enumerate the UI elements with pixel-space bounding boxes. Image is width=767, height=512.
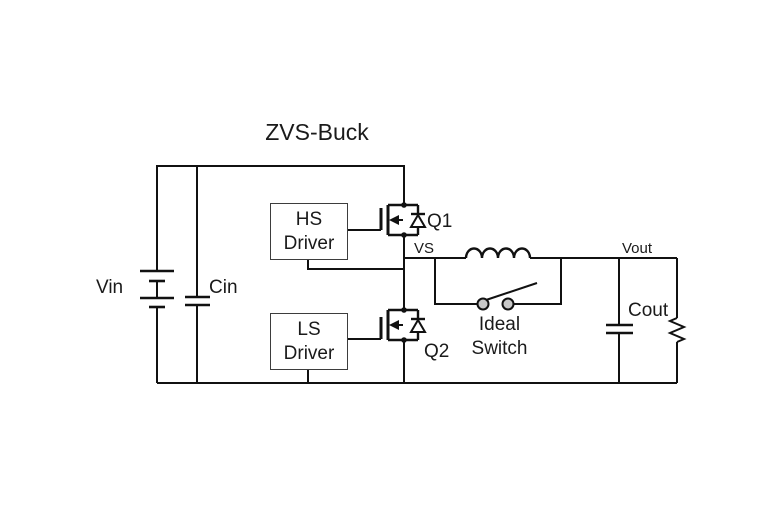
vout-node-label: Vout [622, 240, 653, 257]
inductor-symbol [464, 247, 532, 259]
cout-label: Cout [628, 300, 669, 321]
switch-contact-left-icon [476, 297, 490, 311]
q1-arrow-icon [389, 215, 399, 225]
q2-label: Q2 [424, 341, 450, 362]
q1-drain-junction-dot [401, 202, 407, 208]
hs-return-wire [307, 259, 404, 270]
ls-driver-label-line1: LS [297, 318, 321, 340]
vin-label: Vin [96, 277, 124, 298]
ideal-switch-symbol [434, 258, 562, 311]
vs-node-label: VS [414, 240, 435, 257]
hs-driver-label-line2: Driver [283, 232, 335, 254]
q1-body-diode-icon [409, 205, 427, 235]
switch-contact-right-icon [501, 297, 515, 311]
q2-drain-junction-dot [401, 307, 407, 313]
ideal-switch-label: Ideal Switch [451, 313, 548, 361]
q1-label: Q1 [427, 211, 453, 232]
ideal-switch-label-line1: Ideal [478, 314, 521, 335]
q2-arrow-icon [389, 320, 399, 330]
q2-body-diode-icon [409, 310, 427, 340]
switch-blade-icon [485, 282, 538, 301]
load-resistor-symbol [667, 258, 687, 383]
q1-mosfet-symbol [379, 202, 427, 238]
cin-label: Cin [209, 277, 238, 298]
q2-mosfet-symbol [379, 307, 427, 343]
cout-capacitor-symbol [606, 258, 633, 383]
cin-capacitor-symbol [185, 295, 210, 307]
diagram-title: ZVS-Buck [265, 119, 369, 145]
hs-driver-label-line1: HS [295, 208, 323, 230]
ls-driver-label-line2: Driver [283, 342, 335, 364]
ideal-switch-label-line2: Switch [471, 338, 528, 359]
vin-battery-symbol [140, 269, 174, 309]
top-rail-wire [156, 165, 405, 270]
ls-driver-box: LS Driver [270, 313, 348, 370]
hs-driver-box: HS Driver [270, 203, 348, 260]
